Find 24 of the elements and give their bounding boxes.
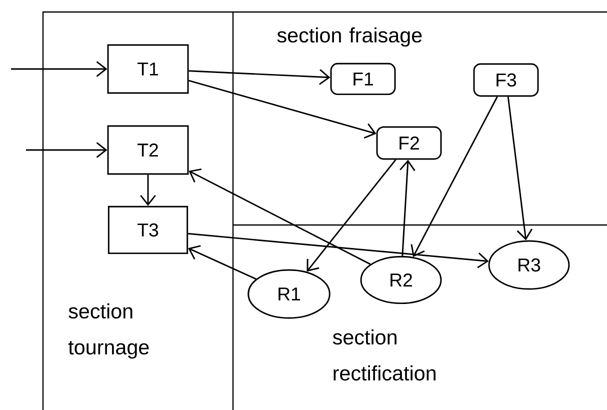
section-title: section rectification — [332, 329, 436, 381]
ellipse-node: R1 — [248, 269, 330, 319]
section-title: section tournage — [68, 303, 149, 359]
arrow — [400, 160, 416, 256]
rounded-box: F1 — [330, 62, 396, 96]
arrow — [188, 232, 489, 268]
arrow — [188, 80, 376, 139]
arrow — [507, 96, 533, 240]
arrow — [410, 96, 498, 258]
arrow — [188, 245, 256, 280]
process-box: T3 — [108, 206, 188, 254]
ellipse-node: R2 — [360, 256, 442, 304]
ellipse-node: R3 — [488, 240, 570, 290]
arrow — [140, 174, 156, 206]
section-title: section fraisage — [277, 27, 422, 47]
arrow — [26, 142, 108, 158]
process-box: T2 — [107, 125, 189, 175]
arrow — [11, 61, 108, 77]
rounded-box: F3 — [473, 63, 539, 97]
rounded-box: F2 — [376, 126, 442, 160]
arrow — [306, 159, 396, 272]
process-box: T1 — [107, 44, 189, 94]
arrow — [188, 168, 371, 265]
arrow — [188, 69, 330, 85]
